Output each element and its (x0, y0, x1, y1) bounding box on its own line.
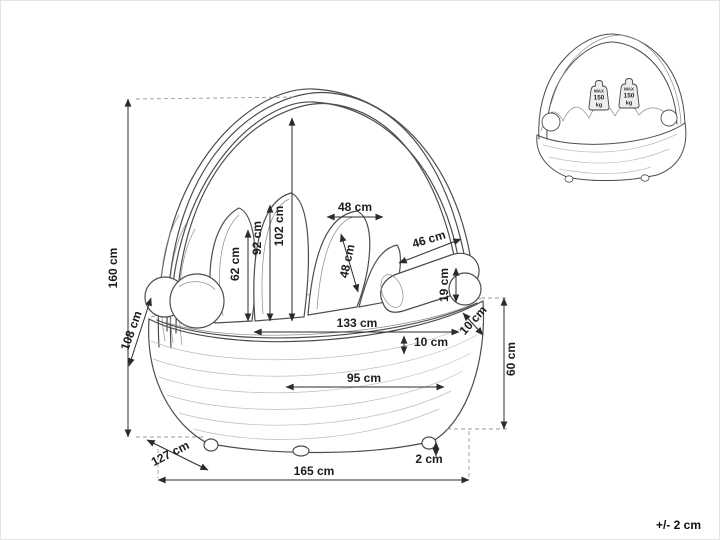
weight-value: 150 (594, 95, 605, 102)
dim-165: 165 cm (294, 464, 335, 478)
dim-127: 127 cm (149, 438, 192, 469)
dimension-lines (124, 98, 508, 484)
dim-2: 2 cm (415, 452, 442, 466)
dimline-back-diag (128, 297, 152, 367)
canopy-hoop-tilted (166, 91, 472, 332)
weight-max-label: MAX (624, 87, 634, 92)
foot (203, 438, 219, 452)
dim-46: 46 cm (411, 228, 448, 251)
tolerance-note: +/- 2 cm (656, 518, 701, 532)
canopy-hoop-outer-inner (169, 101, 464, 349)
dim-62: 62 cm (228, 247, 242, 281)
dim-92: 92 cm (250, 221, 264, 255)
dim-19: 19 cm (437, 268, 451, 302)
dim-95: 95 cm (347, 371, 381, 385)
inset-hoop-inner (546, 41, 678, 140)
dim-48-width: 48 cm (338, 200, 372, 214)
dimline-10-rim (462, 312, 484, 336)
max-load-icon: MAX 150 kg (618, 78, 640, 109)
foot (292, 445, 310, 457)
dim-48-height: 48 cm (337, 243, 358, 279)
bolster-circle (169, 273, 225, 329)
daybed-drawing (144, 88, 485, 457)
dim-10-rim: 10 cm (456, 303, 489, 338)
basket-body (148, 300, 485, 454)
cushion-seam (261, 198, 290, 315)
inset-foot (640, 174, 650, 182)
foot (421, 436, 437, 450)
dim-10-seat: 10 cm (414, 335, 448, 349)
dim-133: 133 cm (337, 316, 378, 330)
inset-bolster (541, 112, 561, 132)
dim-102: 102 cm (272, 206, 286, 247)
max-load-icon: MAX 150 kg (588, 80, 610, 111)
inset-knob (660, 109, 678, 127)
weight-unit: kg (626, 101, 633, 107)
dim-60: 60 cm (504, 342, 518, 376)
canopy-hoop-tilted-inner (175, 102, 462, 334)
armrest-cap (380, 274, 404, 308)
dim-total-height: 160 cm (106, 248, 120, 289)
left-bolster (144, 273, 225, 329)
weight-max-label: MAX (594, 89, 604, 94)
basket-rim-inner (156, 302, 478, 339)
dimline-46 (398, 238, 462, 264)
weight-shape (588, 80, 610, 111)
inset-hoop-tilted (550, 34, 682, 125)
inset-diagram: MAX 150 kg MAX 150 kg (536, 33, 687, 183)
inset-daybed (536, 33, 687, 183)
armrest-knob (448, 272, 482, 306)
canopy-hoop-outer (157, 88, 476, 348)
bolster-seam (178, 281, 216, 291)
weight-value: 150 (624, 93, 635, 100)
dimline-127 (146, 439, 209, 471)
inset-foot (564, 175, 574, 183)
weight-unit: kg (596, 103, 603, 109)
dimline-48-height (339, 233, 360, 293)
inset-basket-body (536, 122, 687, 181)
inset-hoop-outer (538, 33, 686, 140)
weight-shape (618, 78, 640, 109)
